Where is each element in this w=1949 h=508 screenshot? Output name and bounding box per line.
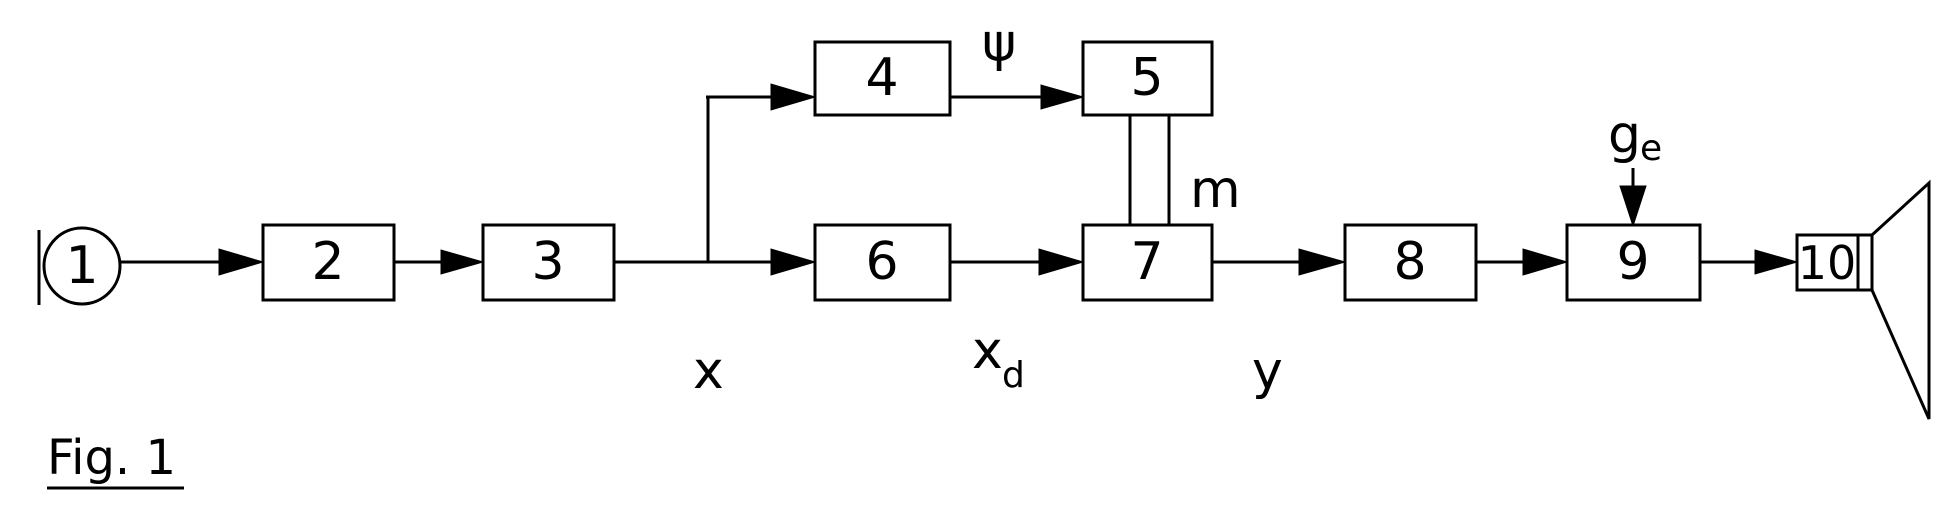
signal-ge-label: g e	[1608, 105, 1662, 169]
block-4: 4	[815, 42, 950, 115]
block-8-label: 8	[1393, 232, 1426, 292]
arrow-4-to-5	[950, 85, 1083, 109]
block-9-label: 9	[1616, 232, 1649, 292]
block-5: 5	[1083, 42, 1212, 115]
arrow-2-to-3	[394, 250, 483, 274]
block-3-label: 3	[531, 232, 564, 292]
block-2: 2	[263, 225, 394, 300]
block-10-loudspeaker: 10	[1797, 183, 1929, 419]
block-6-label: 6	[865, 232, 898, 292]
figure-caption-text: Fig. 1	[47, 430, 176, 486]
signal-ge-sub: e	[1640, 128, 1662, 169]
signal-xd-label: x d	[972, 321, 1025, 396]
block-3: 3	[483, 225, 614, 300]
signal-m-label: m	[1190, 160, 1241, 220]
arrow-8-to-9	[1476, 249, 1567, 275]
block-1-microphone: 1	[39, 228, 120, 305]
arrow-7-to-8	[1212, 249, 1345, 275]
block-6: 6	[815, 225, 950, 300]
block-7: 7	[1083, 225, 1212, 300]
arrow-6-to-7	[950, 249, 1083, 275]
signal-ge-main: g	[1608, 105, 1641, 165]
block-5-label: 5	[1130, 48, 1163, 108]
block-7-label: 7	[1130, 232, 1163, 292]
arrow-1-to-2	[120, 249, 263, 275]
figure-caption: Fig. 1	[47, 430, 184, 488]
block-1-label: 1	[65, 236, 98, 296]
block-9: 9	[1567, 225, 1700, 300]
block-8: 8	[1345, 225, 1476, 300]
signal-xd-main: x	[972, 321, 1003, 381]
arrow-9-to-10	[1700, 250, 1797, 274]
block-4-label: 4	[865, 48, 898, 108]
block-10-label: 10	[1798, 236, 1857, 290]
signal-x-label: x	[693, 341, 724, 401]
arrow-3-to-6	[614, 249, 815, 275]
signal-psi-label: ψ	[982, 13, 1016, 73]
branch-to-4	[706, 84, 815, 262]
arrow-ge-to-9	[1620, 168, 1646, 226]
loudspeaker-cone	[1872, 183, 1929, 419]
signal-y-label: y	[1252, 341, 1283, 401]
signal-xd-sub: d	[1002, 355, 1025, 396]
block-2-label: 2	[311, 232, 344, 292]
